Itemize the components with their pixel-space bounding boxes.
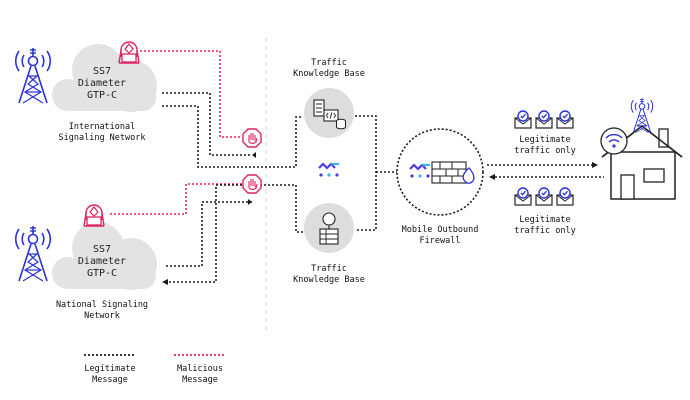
envelope-check-icon bbox=[535, 110, 553, 129]
envelope-check-icon bbox=[556, 187, 574, 206]
legend-label-line: Legitimate bbox=[84, 364, 136, 374]
network-label-line: National Signaling bbox=[55, 300, 149, 310]
arrow-head-bottom-left bbox=[162, 279, 168, 285]
top-network-label: International Signaling Network bbox=[42, 122, 162, 144]
legend-label-line: Malicious bbox=[176, 364, 224, 374]
kb-label-line: Knowledge Base bbox=[293, 69, 365, 79]
arrow-head-bottom-right bbox=[248, 199, 252, 205]
envelope-check-icon bbox=[514, 110, 532, 129]
bottom-network-cloud bbox=[52, 222, 157, 290]
brand-logo-icon bbox=[317, 162, 341, 178]
protocol-label: SS7 bbox=[92, 244, 112, 255]
legit-top-label: Legitimate traffic only bbox=[500, 135, 590, 157]
network-label-line: International bbox=[68, 122, 136, 132]
wifi-icon bbox=[600, 127, 628, 155]
kb-label-line: Knowledge Base bbox=[293, 275, 365, 285]
kb-label-line: Traffic bbox=[311, 58, 347, 68]
arrow-head-house-in bbox=[592, 162, 598, 168]
house-icon bbox=[601, 125, 683, 200]
arrow-head-top-out bbox=[252, 152, 256, 158]
protocol-label: GTP-C bbox=[86, 268, 118, 279]
network-label-line: Network bbox=[84, 311, 120, 321]
cell-tower-icon bbox=[630, 97, 654, 133]
legit-path-top-in bbox=[162, 105, 303, 168]
hacker-icon bbox=[83, 204, 105, 227]
database-icon bbox=[336, 118, 346, 130]
envelope-check-icon bbox=[556, 110, 574, 129]
legend-legit-label: Legitimate Message bbox=[70, 364, 150, 386]
legend-label-line: Message bbox=[92, 375, 128, 385]
network-label-line: Signaling Network bbox=[58, 133, 146, 143]
kb-link-bracket bbox=[355, 115, 377, 231]
stop-hand-icon bbox=[242, 128, 262, 148]
protocol-label: Diameter bbox=[77, 78, 127, 89]
stop-hand-icon bbox=[242, 174, 262, 194]
firewall-label: Mobile Outbound Firewall bbox=[390, 225, 490, 247]
arrow-head-firewall-in bbox=[489, 174, 495, 180]
bottom-network-label: National Signaling Network bbox=[42, 300, 162, 322]
kb-label-line: Traffic bbox=[311, 264, 347, 274]
database-icon bbox=[319, 212, 339, 245]
bottom-network-protocols: SS7 Diameter GTP-C bbox=[60, 244, 144, 280]
malicious-path-top bbox=[140, 50, 242, 138]
top-network-cloud bbox=[52, 44, 157, 112]
legend-label-line: Message bbox=[182, 375, 218, 385]
legit-label-line: Legitimate bbox=[519, 135, 571, 145]
legit-label-line: traffic only bbox=[514, 226, 576, 236]
protocol-label: Diameter bbox=[77, 256, 127, 267]
cell-tower-icon bbox=[14, 47, 52, 104]
legit-bottom-label: Legitimate traffic only bbox=[500, 215, 590, 237]
firewall-label-line: Mobile Outbound bbox=[401, 225, 479, 235]
top-network-protocols: SS7 Diameter GTP-C bbox=[60, 66, 144, 102]
legit-path-top-out bbox=[162, 92, 252, 156]
document-icon bbox=[313, 99, 339, 122]
envelope-check-icon bbox=[514, 187, 532, 206]
knowledge-base-top-label: Traffic Knowledge Base bbox=[279, 58, 379, 80]
legit-label-line: traffic only bbox=[514, 146, 576, 156]
knowledge-base-bottom-label: Traffic Knowledge Base bbox=[279, 264, 379, 286]
legit-path-bottom-a bbox=[166, 201, 252, 267]
malicious-path-bottom bbox=[110, 183, 242, 215]
protocol-label: GTP-C bbox=[86, 90, 118, 101]
legit-label-line: Legitimate bbox=[519, 215, 571, 225]
protocol-label: SS7 bbox=[92, 66, 112, 77]
firewall-label-line: Firewall bbox=[419, 236, 461, 246]
legend-malicious-label: Malicious Message bbox=[160, 364, 240, 386]
cell-tower-icon bbox=[14, 225, 52, 282]
firewall-icon bbox=[431, 161, 475, 184]
envelope-check-icon bbox=[535, 187, 553, 206]
hacker-icon bbox=[118, 41, 140, 64]
